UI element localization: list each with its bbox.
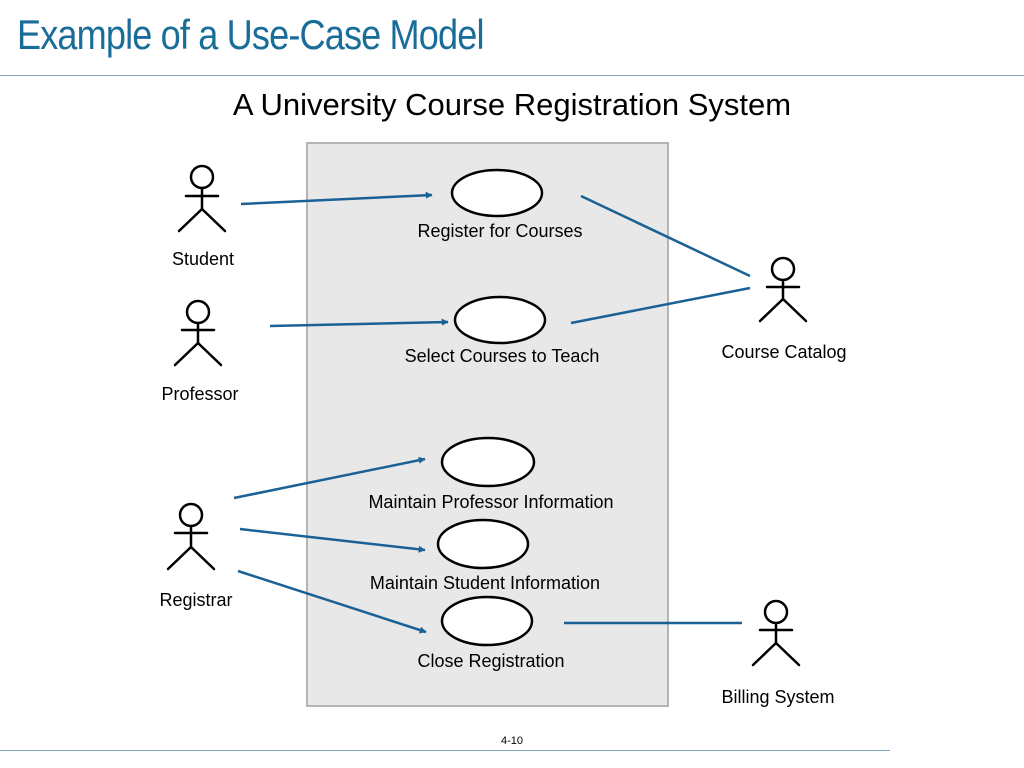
student-actor-icon — [177, 164, 227, 233]
professor-actor-icon — [173, 299, 223, 367]
use-case-label-maintain-student-information: Maintain Student Information — [370, 573, 600, 593]
use-case-label-close-registration: Close Registration — [417, 651, 564, 671]
association-student-register — [240, 191, 433, 206]
course-catalog-actor-icon — [758, 256, 808, 323]
use-case-label-maintain-professor-information: Maintain Professor Information — [368, 492, 613, 512]
use-case-label-register-for-courses: Register for Courses — [417, 221, 582, 241]
association-registrar-maintain-student — [239, 527, 426, 553]
footer-divider — [0, 750, 890, 751]
actor-label-course-catalog: Course Catalog — [721, 342, 846, 362]
actor-label-student: Student — [172, 249, 234, 269]
actor-label-billing-system: Billing System — [721, 687, 834, 707]
ibm-logo: IBM — [906, 724, 998, 764]
slide-title: Example of a Use-Case Model — [17, 11, 484, 58]
use-case-maintain-student-information — [436, 518, 530, 570]
actor-label-registrar: Registrar — [159, 590, 232, 610]
association-registrar-close-registration — [237, 569, 427, 634]
registrar-actor-icon — [166, 502, 216, 571]
use-case-register-for-courses — [450, 168, 544, 218]
use-case-maintain-professor-information — [440, 436, 536, 488]
use-case-select-courses-to-teach — [453, 295, 547, 345]
association-registrar-maintain-professor — [233, 456, 426, 500]
association-register-course-catalog — [580, 194, 751, 278]
svg-text:IBM: IBM — [906, 724, 998, 764]
association-professor-select — [269, 318, 449, 328]
use-case-label-select-courses-to-teach: Select Courses to Teach — [405, 346, 600, 366]
page-number: 4-10 — [500, 735, 524, 747]
title-divider — [0, 75, 1024, 76]
use-case-close-registration — [440, 595, 534, 647]
actor-label-professor: Professor — [161, 384, 238, 404]
diagram-title: A University Course Registration System — [232, 87, 792, 122]
association-select-course-catalog — [570, 286, 751, 325]
billing-system-actor-icon — [751, 599, 801, 667]
